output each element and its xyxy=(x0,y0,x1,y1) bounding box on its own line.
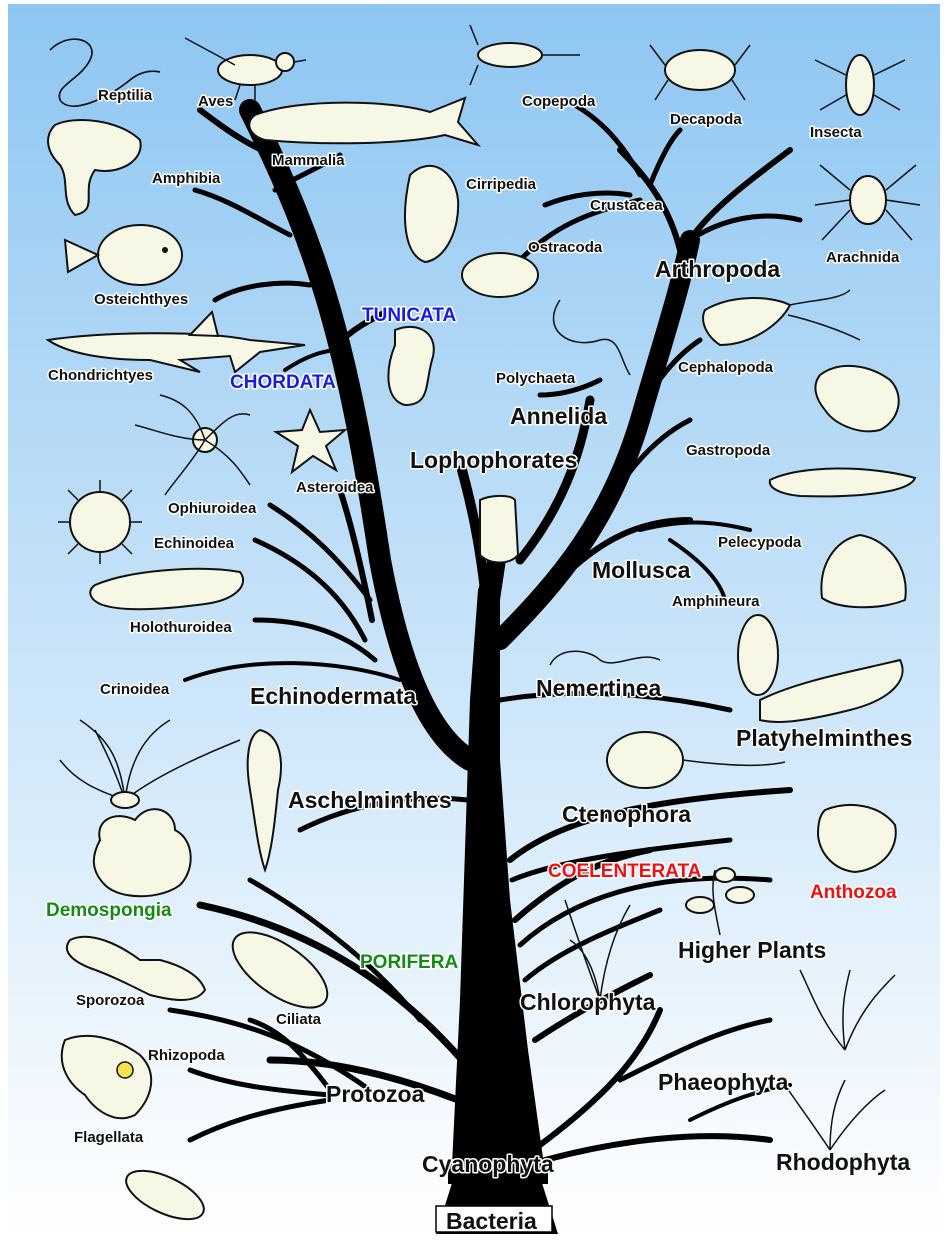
label-echinoidea: Echinoidea xyxy=(154,535,235,552)
label-insecta: Insecta xyxy=(810,124,862,141)
label-protozoa: Protozoa xyxy=(326,1081,425,1107)
label-ciliata: Ciliata xyxy=(276,1011,322,1028)
label-gastropoda: Gastropoda xyxy=(686,442,771,459)
label-lophophorates: Lophophorates xyxy=(410,447,577,473)
label-asteroidea: Asteroidea xyxy=(296,479,374,496)
label-anthozoa: Anthozoa xyxy=(810,882,897,903)
label-aves: Aves xyxy=(198,93,233,110)
label-arthropoda: Arthropoda xyxy=(655,256,780,282)
label-porifera: PORIFERA xyxy=(360,952,458,973)
label-demospongia: Demospongia xyxy=(46,900,172,921)
label-rhodophyta: Rhodophyta xyxy=(776,1149,910,1175)
label-chondrichtyes: Chondrichtyes xyxy=(48,367,153,384)
label-coelenterata: COELENTERATA xyxy=(548,861,702,882)
lophophorates-illustration xyxy=(480,496,518,563)
label-holothuroidea: Holothuroidea xyxy=(130,619,232,636)
label-osteichthyes: Osteichthyes xyxy=(94,291,188,308)
label-bacteria: Bacteria xyxy=(446,1208,537,1234)
label-chlorophyta: Chlorophyta xyxy=(520,989,656,1015)
label-higher-plants: Higher Plants xyxy=(678,937,826,963)
label-sporozoa: Sporozoa xyxy=(76,992,145,1009)
label-chordata: CHORDATA xyxy=(230,372,336,393)
label-aschelminthes: Aschelminthes xyxy=(288,787,452,813)
label-cyanophyta: Cyanophyta xyxy=(422,1151,554,1177)
label-reptilia: Reptilia xyxy=(98,87,153,104)
label-nemertinea: Nemertinea xyxy=(536,675,661,701)
label-ctenophora: Ctenophora xyxy=(562,801,691,827)
label-annelida: Annelida xyxy=(510,403,607,429)
label-phaeophyta: Phaeophyta xyxy=(658,1069,789,1095)
label-rhizopoda: Rhizopoda xyxy=(148,1047,225,1064)
label-pelecypoda: Pelecypoda xyxy=(718,534,802,551)
label-copepoda: Copepoda xyxy=(522,93,596,110)
label-decapoda: Decapoda xyxy=(670,111,742,128)
label-amphibia: Amphibia xyxy=(152,170,221,187)
label-ophiuroidea: Ophiuroidea xyxy=(168,500,257,517)
label-ostracoda: Ostracoda xyxy=(528,239,603,256)
echinoidea-illustration xyxy=(58,480,142,564)
ostracoda-illustration xyxy=(462,253,538,297)
label-mollusca: Mollusca xyxy=(592,557,691,583)
label-cirripedia: Cirripedia xyxy=(466,176,537,193)
label-arachnida: Arachnida xyxy=(826,249,900,266)
label-crinoidea: Crinoidea xyxy=(100,681,170,698)
label-amphineura: Amphineura xyxy=(672,593,760,610)
label-mammalia: Mammalia xyxy=(272,152,345,169)
label-platyhelminthes: Platyhelminthes xyxy=(736,725,912,751)
label-echinodermata: Echinodermata xyxy=(250,683,416,709)
label-flagellata: Flagellata xyxy=(74,1129,144,1146)
label-tunicata: TUNICATA xyxy=(362,305,457,326)
amphineura-illustration xyxy=(738,615,778,695)
label-cephalopoda: Cephalopoda xyxy=(678,359,774,376)
label-polychaeta: Polychaeta xyxy=(496,370,576,387)
label-crustacea: Crustacea xyxy=(590,197,663,214)
